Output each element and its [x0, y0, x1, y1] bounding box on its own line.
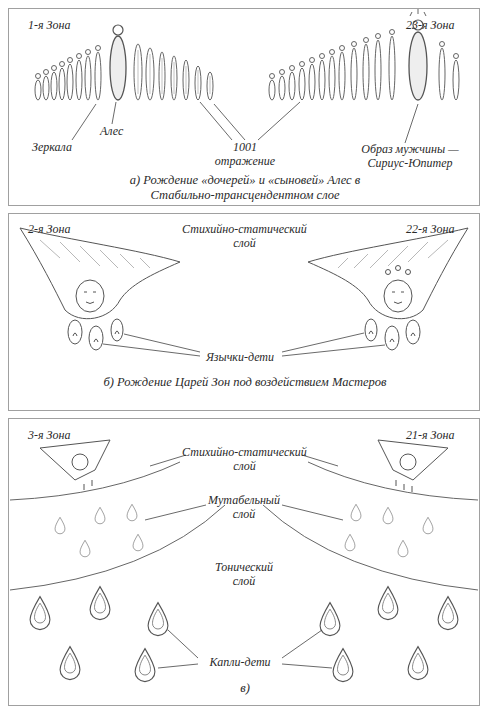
- text-label: 21-я Зона: [406, 428, 454, 442]
- text-label: Стихийно-статический слой: [182, 222, 307, 250]
- drop: [90, 587, 110, 620]
- wing-hatching: [338, 240, 448, 268]
- text-label: Капли-дети: [195, 655, 285, 669]
- drop-inner: [413, 653, 424, 673]
- tongue-marks: [73, 331, 119, 342]
- drop-inner: [65, 653, 76, 673]
- large-drops: [30, 587, 458, 682]
- drop-inner: [35, 603, 46, 623]
- figures-right: [269, 9, 459, 100]
- drop: [148, 603, 168, 636]
- drop: [127, 504, 137, 521]
- panel-caption: а) Рождение «дочерей» и «сыновей» Алес в…: [110, 173, 380, 203]
- drop: [60, 647, 80, 680]
- tongue-marks: [369, 331, 415, 342]
- drop: [133, 534, 143, 551]
- creature-left: [40, 440, 110, 490]
- drop: [333, 649, 353, 682]
- drips: [84, 480, 92, 490]
- text-label: Стихийно-статический слой: [182, 445, 307, 473]
- wing-shape: [378, 440, 448, 480]
- tongue: [111, 319, 123, 341]
- king-left: [20, 228, 180, 350]
- wing-shape: [308, 228, 468, 319]
- leader-lines: [72, 102, 418, 143]
- drop: [30, 597, 50, 630]
- drop: [378, 587, 398, 620]
- text-label: Образ мужчины — Сириус-Юпитер: [350, 142, 470, 170]
- tongue: [385, 326, 399, 350]
- wing-shape: [40, 440, 110, 480]
- drop-inner: [140, 655, 151, 675]
- ales-figure: [110, 36, 126, 100]
- face: [384, 280, 412, 312]
- drop-inner: [383, 593, 394, 613]
- figure-heads: [36, 46, 101, 79]
- man-figure: [409, 32, 427, 100]
- mirror-spindles: [134, 44, 213, 100]
- drop-inner: [325, 609, 336, 629]
- leader-lines: [145, 455, 343, 668]
- ales-head: [113, 25, 123, 35]
- drop: [351, 504, 361, 521]
- face-features: [84, 292, 96, 304]
- tongue: [68, 320, 82, 344]
- crown: [386, 266, 411, 275]
- text-label: Тонический слой: [206, 560, 282, 588]
- panel-caption: в): [195, 681, 295, 696]
- text-label: 3-я Зона: [28, 428, 70, 442]
- face: [400, 454, 416, 470]
- tongue: [365, 319, 377, 341]
- drop: [135, 649, 155, 682]
- drop-inner: [153, 609, 164, 629]
- creature-right: [378, 440, 448, 492]
- drop: [438, 597, 458, 630]
- figure-heads: [270, 30, 459, 79]
- text-label: 2-я Зона: [28, 222, 70, 236]
- drop: [408, 647, 428, 680]
- text-label: Зеркала: [32, 140, 72, 154]
- text-label: 23-я Зона: [406, 18, 454, 32]
- figure-bodies: [269, 36, 459, 100]
- mirror-hatching: [138, 50, 210, 94]
- tongue: [406, 320, 420, 344]
- text-label: Язычки-дети: [195, 350, 285, 364]
- text-label: 1001 отражение: [210, 140, 280, 168]
- figures-left: [35, 25, 213, 100]
- panel-caption: б) Рождение Царей Зон под воздействием М…: [65, 375, 425, 390]
- drop: [398, 540, 408, 557]
- drop-inner: [443, 603, 454, 623]
- drop: [320, 603, 340, 636]
- man-rays: [410, 9, 426, 16]
- drop: [345, 534, 355, 551]
- drop: [383, 507, 393, 524]
- text-label: Мутабельный слой: [204, 493, 284, 521]
- king-right: [308, 228, 468, 350]
- wing-shape: [20, 228, 180, 319]
- drop-inner: [338, 655, 349, 675]
- text-label: 1-я Зона: [28, 18, 70, 32]
- face-features: [392, 292, 404, 304]
- tongue: [89, 326, 103, 350]
- layer-boundaries: [10, 462, 478, 590]
- drop: [423, 517, 433, 534]
- drop-inner: [95, 593, 106, 613]
- face: [72, 454, 88, 470]
- drop: [80, 540, 90, 557]
- drop: [55, 517, 65, 534]
- panel-box: а) Рождение «дочерей» и «сыновей» Алес в…: [8, 8, 480, 206]
- wing-hatching: [40, 240, 150, 268]
- text-label: Алес: [100, 124, 123, 138]
- face: [76, 280, 104, 312]
- text-label: 22-я Зона: [406, 222, 454, 236]
- drop: [95, 507, 105, 524]
